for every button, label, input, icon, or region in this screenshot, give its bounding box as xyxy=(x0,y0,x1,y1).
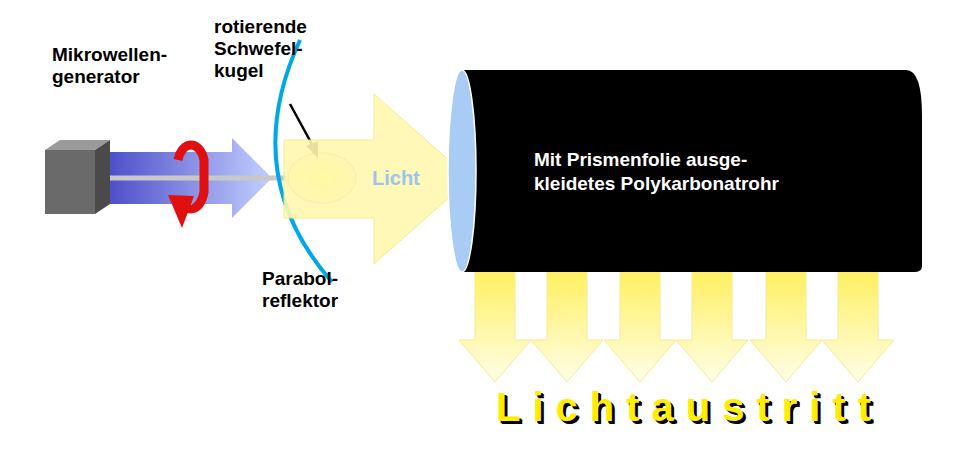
tube-label: Mit Prismenfolie ausge- kleidetes Polyka… xyxy=(534,148,796,196)
tube-opening xyxy=(448,70,476,272)
node-shape xyxy=(444,66,922,276)
light-exit-arrow xyxy=(822,272,894,382)
microwave-generator: Mikrowellen- generator xyxy=(40,62,200,222)
light-exit-label: Lichtaustritt xyxy=(496,386,936,429)
light-label: Licht xyxy=(372,167,420,190)
polycarbonate-tube: Mit Prismenfolie ausge- kleidetes Polyka… xyxy=(444,66,922,276)
light-exit-arrow xyxy=(459,272,531,382)
light-exit-arrows xyxy=(459,272,894,382)
cube-side xyxy=(95,140,110,214)
light-exit-arrow xyxy=(604,272,676,382)
light-arrow: Licht xyxy=(284,94,474,264)
rotation-arrowhead xyxy=(168,195,194,228)
cube-front xyxy=(45,150,95,214)
tube-body xyxy=(462,70,922,272)
light-exit-arrow xyxy=(531,272,603,382)
light-arrow-shape xyxy=(284,94,470,264)
generator-label: Mikrowellen- generator xyxy=(52,44,192,88)
light-exit-arrow xyxy=(676,272,748,382)
reflector-label: Parabol- reflektor xyxy=(262,268,362,312)
light-exit-arrow xyxy=(750,272,822,382)
sphere-label: rotierende Schwefel- kugel xyxy=(214,16,324,82)
